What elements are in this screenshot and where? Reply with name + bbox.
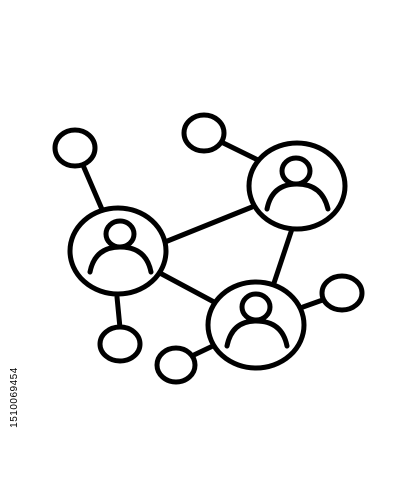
link-line [155, 269, 217, 305]
satellite-node [154, 345, 198, 385]
satellite-node [52, 127, 98, 169]
link-line [114, 294, 123, 331]
image-id-text: 1510069454 [8, 367, 20, 428]
satellite-node [97, 324, 143, 364]
link-line [269, 223, 296, 292]
person-node-left [67, 205, 169, 297]
satellite-node [181, 112, 227, 154]
person-node-top [246, 140, 348, 232]
satellite-node [319, 273, 365, 313]
person-shoulders [264, 181, 331, 212]
link-line [162, 204, 255, 245]
person-shoulders [224, 318, 290, 349]
person-node-bottom [205, 279, 307, 371]
person-shoulders [87, 244, 154, 275]
